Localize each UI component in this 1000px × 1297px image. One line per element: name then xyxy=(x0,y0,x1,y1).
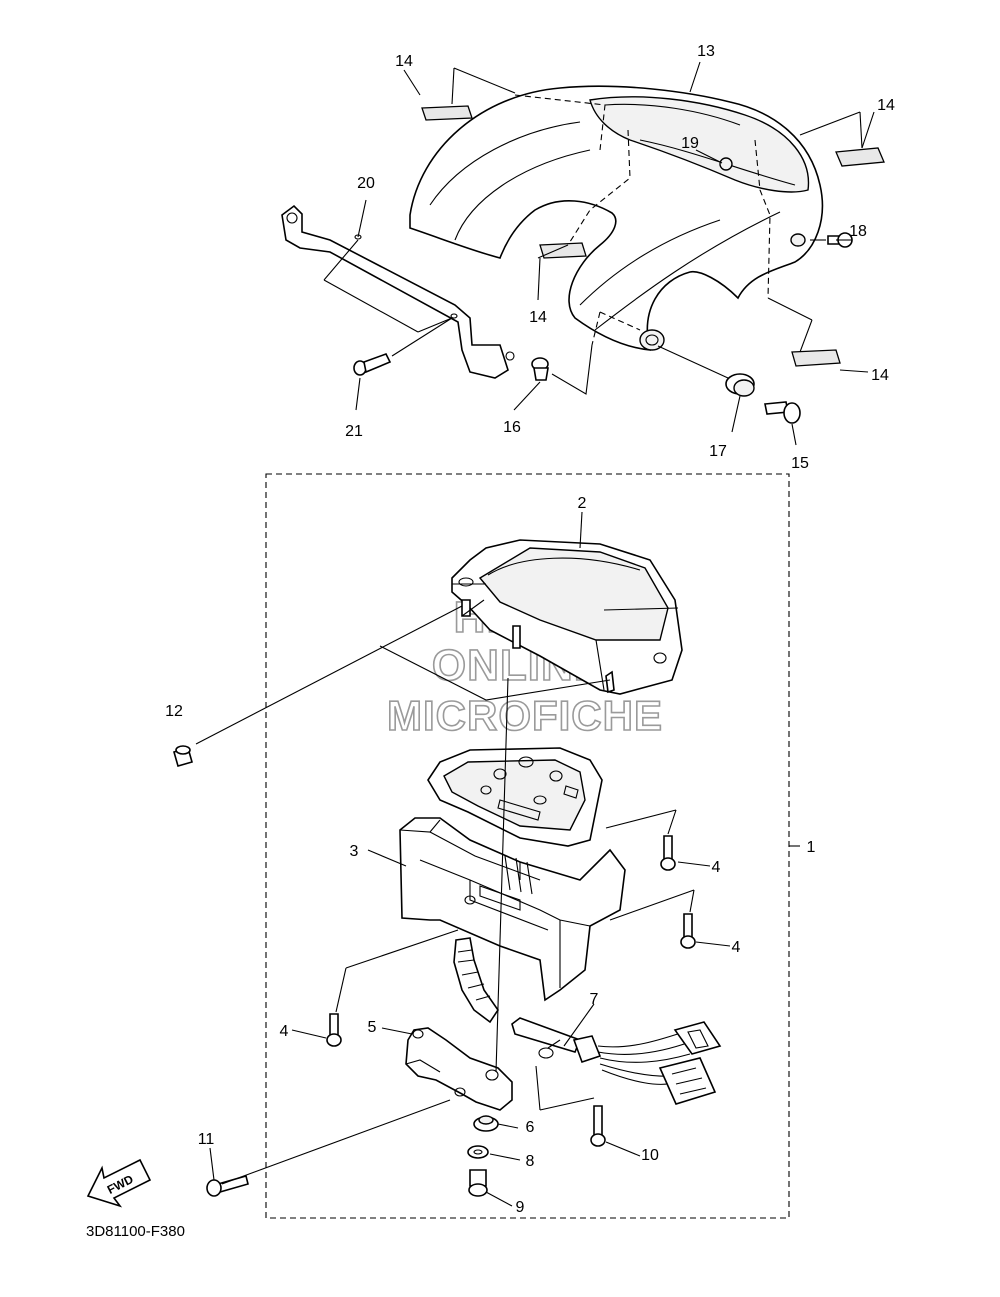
bracket-part-20 xyxy=(281,204,515,379)
screw-part-4-a xyxy=(660,835,676,871)
screw-part-15 xyxy=(764,401,801,424)
callout-14-b: 14 xyxy=(877,97,895,114)
grommet-part-17 xyxy=(725,373,755,397)
meter-case-part-3 xyxy=(399,817,626,1024)
callout-15: 15 xyxy=(791,455,809,472)
callout-4-b: 4 xyxy=(732,939,741,956)
watermark-line-3: MICROFICHE xyxy=(387,692,663,739)
bracket-part-5 xyxy=(405,1027,513,1111)
callout-14-d: 14 xyxy=(871,367,889,384)
screw-part-4-c xyxy=(326,1013,342,1047)
callout-11: 11 xyxy=(198,1131,215,1148)
callout-5: 5 xyxy=(368,1019,377,1036)
grommet-part-6 xyxy=(473,1115,499,1132)
screw-part-10 xyxy=(590,1105,606,1147)
callout-20: 20 xyxy=(357,175,375,192)
rubber-pads-part-14 xyxy=(421,105,885,367)
rubber-pad-1 xyxy=(421,105,473,121)
bolt-part-11 xyxy=(206,1175,249,1197)
callout-7: 7 xyxy=(590,991,599,1008)
diagram-code: 3D81100-F380 xyxy=(86,1223,185,1240)
callouts: 1 2 3 4 4 4 5 6 7 8 9 10 11 12 13 14 14 … xyxy=(165,43,895,1216)
callout-12: 12 xyxy=(165,703,183,720)
bolt-part-21 xyxy=(353,353,392,376)
wire-harness-part-7 xyxy=(511,1017,722,1105)
callout-8: 8 xyxy=(526,1153,535,1170)
top-hardware xyxy=(353,232,853,424)
cover-hidden-lines xyxy=(514,94,771,346)
callout-14-a: 14 xyxy=(395,53,413,70)
rubber-pad-3 xyxy=(539,242,587,259)
callout-16: 16 xyxy=(503,419,521,436)
callout-6: 6 xyxy=(526,1119,535,1136)
meter-cover-part-13 xyxy=(409,85,824,351)
callout-14-c: 14 xyxy=(529,309,547,326)
rubber-pad-4 xyxy=(791,349,841,367)
lower-leader-lines xyxy=(195,511,731,1207)
meter-lens-part-2 xyxy=(451,539,683,695)
bolt-part-9 xyxy=(468,1169,488,1197)
washer-part-8 xyxy=(467,1145,489,1159)
callout-19: 19 xyxy=(681,135,699,152)
callout-4-a: 4 xyxy=(712,859,721,876)
spacer-part-12 xyxy=(173,745,193,767)
meter-panel xyxy=(427,747,603,847)
screw-part-4-b xyxy=(680,913,696,949)
callout-4-c: 4 xyxy=(280,1023,289,1040)
callout-13: 13 xyxy=(697,43,715,60)
top-leader-lines xyxy=(323,61,875,446)
callout-10: 10 xyxy=(641,1147,659,1164)
callout-1: 1 xyxy=(807,839,816,856)
callout-21: 21 xyxy=(345,423,363,440)
collar-part-16 xyxy=(531,357,549,381)
callout-17: 17 xyxy=(709,443,727,460)
rubber-pad-2 xyxy=(835,147,885,167)
callout-9: 9 xyxy=(516,1199,525,1216)
callout-2: 2 xyxy=(578,495,587,512)
callout-3: 3 xyxy=(350,843,359,860)
lower-hardware xyxy=(173,745,696,1197)
callout-18: 18 xyxy=(849,223,867,240)
fwd-arrow-icon: FWD xyxy=(86,1158,152,1208)
